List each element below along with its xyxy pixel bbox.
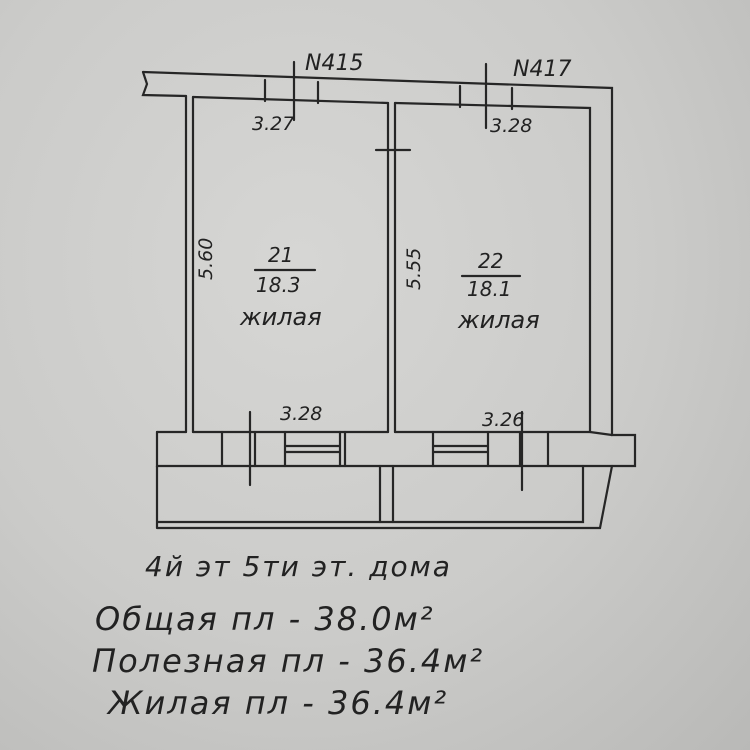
room21-number: 21 xyxy=(268,243,293,267)
room22-area: 18.1 xyxy=(467,277,512,301)
floor-note: 4й эт 5ти эт. дома xyxy=(145,550,452,583)
living-area-note: Жилая пл - 36.4м² xyxy=(108,684,449,722)
windows xyxy=(220,410,550,492)
room22-type: жилая xyxy=(457,306,540,334)
neighbor-label-415: N415 xyxy=(305,51,363,76)
room21-type: жилая xyxy=(239,303,322,331)
room22-bottom-width: 3.26 xyxy=(482,409,524,431)
doors xyxy=(263,60,514,130)
neighbor-label-417: N417 xyxy=(513,57,571,82)
room22-length: 5.55 xyxy=(403,248,425,290)
room21-length: 5.60 xyxy=(195,238,217,280)
total-area-note: Общая пл - 38.0м² xyxy=(95,600,435,638)
room22-number: 22 xyxy=(478,249,503,273)
room22-top-width: 3.28 xyxy=(490,115,532,137)
room21-bottom-width: 3.28 xyxy=(280,403,322,425)
room21-top-width: 3.27 xyxy=(252,113,294,135)
useful-area-note: Полезная пл - 36.4м² xyxy=(92,642,485,680)
balcony xyxy=(155,464,614,530)
room21-area: 18.3 xyxy=(256,273,301,297)
